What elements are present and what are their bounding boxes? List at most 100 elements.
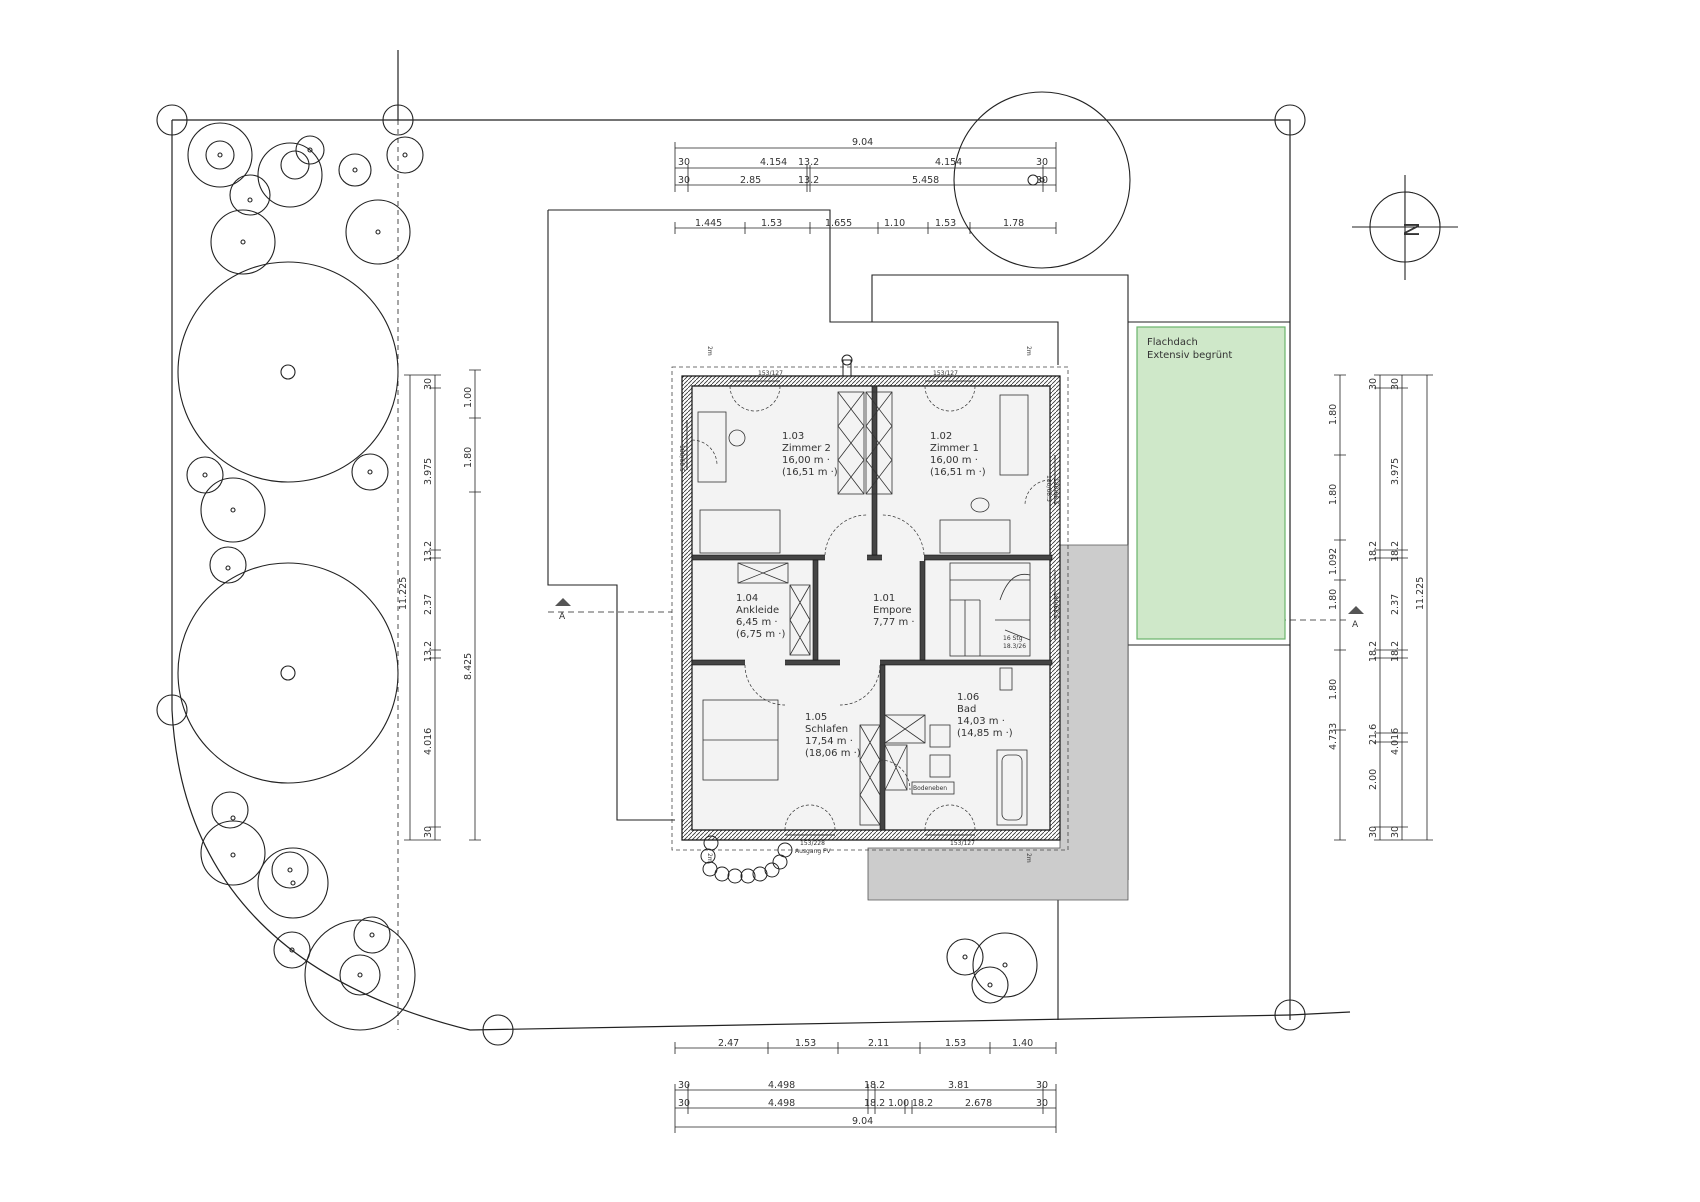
dim-bottom-r2: 30 (678, 1080, 690, 1091)
room-area: 6,45 m · (736, 617, 778, 628)
dim-left-inner: 1.00 (463, 387, 474, 408)
level-label: 2m (1025, 853, 1032, 863)
dim-left-chain: 13.2 (423, 641, 434, 662)
dim-right-chain: 18.2 (1390, 641, 1401, 662)
dim-right-inner: 1.80 (1328, 404, 1339, 425)
level-label: 2m (706, 853, 713, 863)
window-label: 153/127 (933, 370, 958, 377)
dim-left-inner: 8.425 (463, 653, 474, 680)
dim-top-r3: 1.445 (695, 218, 722, 229)
dim-top-r2: 2.85 (740, 175, 761, 186)
room-number: 1.05 (805, 712, 827, 723)
boundary-markers (156, 104, 1306, 1046)
room-area: 17,54 m · (805, 736, 853, 747)
window-label: 153/228 (800, 840, 825, 847)
room-number: 1.03 (782, 431, 804, 442)
room-number: 1.01 (873, 593, 895, 604)
room-area-gross: (18,06 m ·) (805, 748, 861, 759)
side-label: 180/68.5 (678, 445, 685, 472)
dim-bottom-r2: 3.81 (948, 1080, 969, 1091)
dimensions-bottom: 2.47 1.53 2.11 1.53 1.40 30 4.498 18.2 3… (674, 1038, 1057, 1133)
room-name: Zimmer 2 (782, 443, 831, 454)
room-1-04: 1.04 Ankleide 6,45 m · (6,75 m ·) (736, 593, 785, 640)
dim-right-inner: 4.733 (1328, 723, 1339, 750)
dim-left-inner: 1.80 (463, 447, 474, 468)
room-1-03: 1.03 Zimmer 2 16,00 m · (16,51 m ·) (782, 431, 838, 478)
dim-top-r2: 13.2 (798, 175, 819, 186)
dim-right-chain: 30 (1390, 378, 1401, 390)
section-label: A (1352, 620, 1359, 630)
roof-label-line1: Flachdach (1147, 337, 1198, 348)
room-1-02: 1.02 Zimmer 1 16,00 m · (16,51 m ·) (930, 431, 986, 478)
exterior-walls (681, 375, 1061, 841)
dim-left-chain: 3.975 (423, 458, 434, 485)
dim-top-r3: 1.53 (935, 218, 956, 229)
dim-left-outer: 11.225 (398, 577, 409, 610)
dim-bottom-r3: 1.00 (888, 1098, 909, 1109)
room-labels: 1.03 Zimmer 2 16,00 m · (16,51 m ·) 1.02… (736, 431, 1013, 759)
dim-right-inner: 2.00 (1368, 769, 1379, 790)
dim-bottom-r2: 30 (1036, 1080, 1048, 1091)
section-label: A (559, 612, 566, 622)
property-boundary (171, 50, 1351, 1031)
dim-top-r1: 4.154 (935, 157, 962, 168)
dim-bottom-r2: 4.498 (768, 1080, 795, 1091)
dim-right-chain2: 30 (1368, 378, 1379, 390)
stair-label: 16 Stg (1003, 635, 1023, 642)
north-arrow: N (1352, 175, 1458, 280)
building-interior (690, 384, 1052, 832)
room-number: 1.04 (736, 593, 758, 604)
dim-top-r2: 30 (1036, 175, 1048, 186)
room-1-06: 1.06 Bad 14,03 m · (14,85 m ·) (957, 692, 1013, 739)
stair-label: 18.3/26 (1003, 643, 1026, 650)
furniture (697, 391, 1031, 826)
ticks (674, 142, 1057, 234)
side-label: 180/68.5 (1052, 592, 1059, 619)
room-number: 1.02 (930, 431, 952, 442)
room-name: Schlafen (805, 724, 848, 735)
roof-label-line2: Extensiv begrünt (1147, 350, 1232, 361)
dim-top-r3: 1.655 (825, 218, 852, 229)
dim-bottom-r3: 18.2 (912, 1098, 933, 1109)
level-label: 2m (706, 346, 713, 356)
dim-top-r2: 5.458 (912, 175, 939, 186)
ground-floor-outline (547, 209, 1350, 1020)
window-label: 153/127 (758, 370, 783, 377)
dim-left-chain: 30 (423, 378, 434, 390)
dim-bottom-r1: 2.47 (718, 1038, 739, 1049)
dim-right-chain2: 18.2 (1368, 541, 1379, 562)
dim-bottom-r3: 4.498 (768, 1098, 795, 1109)
dim-top-r3: 1.78 (1003, 218, 1024, 229)
dimensions-right: 1.80 1.80 1.092 1.80 1.80 4.733 30 18.2 … (1328, 374, 1433, 841)
dim-bottom-r3: 2.678 (965, 1098, 992, 1109)
room-1-05: 1.05 Schlafen 17,54 m · (18,06 m ·) (805, 712, 861, 759)
door-openings (745, 554, 924, 666)
side-label: 180/68.5 (1045, 475, 1052, 502)
flat-roof-area (1136, 326, 1286, 640)
dimensions-top: 9.04 30 4.154 13.2 4.154 30 30 2.85 13.2… (674, 137, 1057, 234)
dim-right-outer: 11.225 (1415, 577, 1426, 610)
dim-bottom-r3: 30 (1036, 1098, 1048, 1109)
windows (686, 380, 1056, 836)
room-area-gross: (16,51 m ·) (930, 467, 986, 478)
dim-left-chain: 4.016 (423, 728, 434, 755)
dim-top-r1: 13.2 (798, 157, 819, 168)
window-label: 153/127 (950, 840, 975, 847)
dim-bottom-r3: 18.2 (864, 1098, 885, 1109)
room-1-01: 1.01 Empore 7,77 m · (873, 593, 915, 628)
dim-top-r3: 1.53 (761, 218, 782, 229)
dim-right-chain: 3.975 (1390, 458, 1401, 485)
dim-right-inner: 1.092 (1328, 548, 1339, 575)
dim-right-chain: 18.2 (1390, 541, 1401, 562)
dim-right-inner: 1.80 (1328, 484, 1339, 505)
dim-bottom-r3: 30 (678, 1098, 690, 1109)
section-marker-right: A (1348, 606, 1364, 630)
floor-level-label: Bodeneben (913, 785, 947, 792)
room-area: 16,00 m · (930, 455, 978, 466)
dim-right-chain: 30 (1390, 826, 1401, 838)
dim-right-inner: 1.80 (1328, 679, 1339, 700)
roof-overhang (671, 366, 1069, 851)
dim-right-inner: 1.80 (1328, 589, 1339, 610)
dimensions-left: 11.225 30 3.975 13.2 2.37 13.2 4.016 30 … (398, 369, 481, 841)
